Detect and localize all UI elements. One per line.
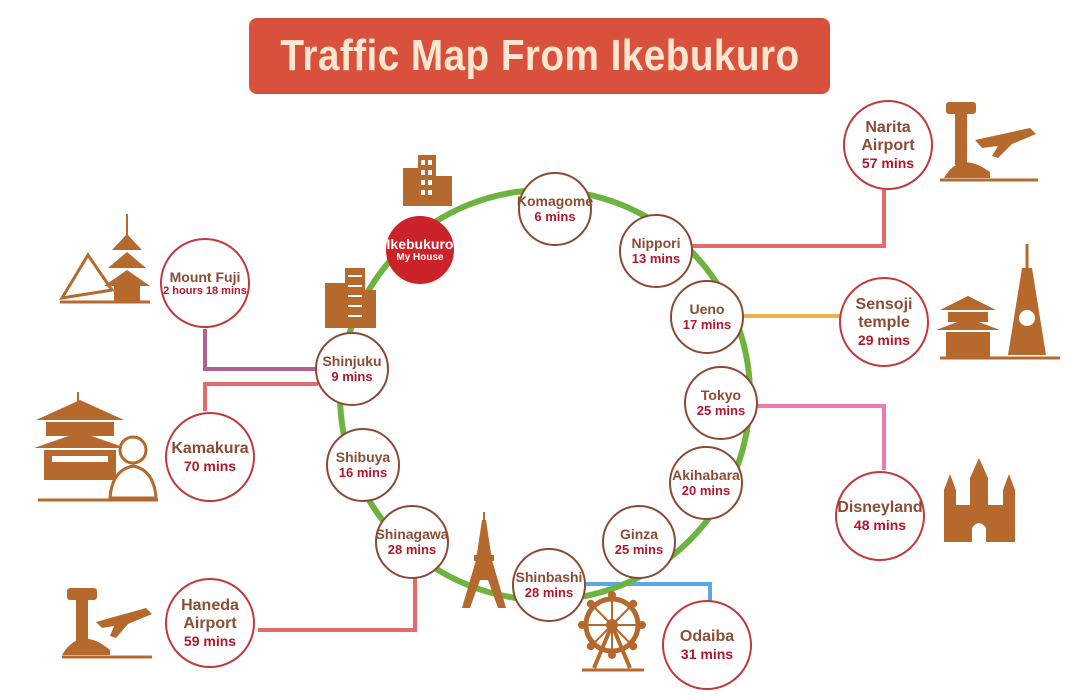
- travel-time: 16 mins: [338, 464, 388, 480]
- node-name: Sensoji: [855, 295, 913, 313]
- node-name: Kamakura: [171, 439, 249, 457]
- node-name: Airport: [183, 614, 237, 632]
- node-name: Nippori: [631, 235, 681, 252]
- travel-time: 6 mins: [534, 208, 576, 224]
- node-name: Ueno: [689, 301, 725, 318]
- node-name: temple: [858, 313, 910, 331]
- disneyland-connector: [756, 404, 886, 470]
- travel-time: 28 mins: [387, 541, 437, 557]
- icons-layer: [34, 102, 1060, 672]
- node-name: Ginza: [619, 526, 659, 543]
- buildings-icon: [403, 155, 452, 206]
- mountfuji-connector: [203, 329, 318, 371]
- travel-time: 48 mins: [853, 517, 907, 534]
- office-tower-icon: [325, 268, 376, 328]
- haneda-connector: [258, 577, 417, 632]
- node-name: Shinbashi: [515, 569, 583, 586]
- travel-time: My House: [396, 252, 444, 264]
- ferris-wheel-icon: [578, 591, 646, 672]
- travel-time: 57 mins: [861, 155, 915, 172]
- travel-time: 59 mins: [183, 633, 237, 650]
- haneda-airport-icon: [62, 588, 152, 659]
- node-name: Haneda: [181, 596, 239, 614]
- travel-time: 28 mins: [524, 584, 574, 600]
- travel-time: 25 mins: [614, 541, 664, 557]
- travel-time: 17 mins: [682, 316, 732, 332]
- travel-time: 29 mins: [857, 332, 911, 349]
- node-name: Shinagawa: [375, 526, 449, 543]
- temple-tower-icon: [936, 244, 1060, 360]
- pagoda-mountain-icon: [59, 214, 150, 304]
- tokyo-tower-icon: [462, 512, 506, 608]
- travel-time: 31 mins: [680, 646, 734, 663]
- node-name: Mount Fuji: [169, 268, 241, 285]
- node-name: Akihabara: [672, 467, 740, 484]
- narita-connector: [688, 190, 886, 248]
- travel-time: 13 mins: [631, 250, 681, 266]
- travel-time: 70 mins: [183, 458, 237, 475]
- travel-time: 25 mins: [696, 402, 746, 418]
- node-name: Odaiba: [679, 627, 735, 645]
- node-name: Komagome: [516, 193, 594, 210]
- node-name: Disneyland: [837, 498, 923, 516]
- node-name: Narita: [865, 118, 911, 136]
- node-name: Shibuya: [335, 449, 391, 466]
- travel-time: 2 hours 18 mins: [163, 284, 247, 297]
- map-title: Traffic Map From Ikebukuro: [279, 31, 800, 80]
- node-name: Ikebukuro: [386, 236, 454, 253]
- travel-time: 9 mins: [331, 368, 373, 384]
- narita-airport-icon: [940, 102, 1038, 182]
- title-banner: Traffic Map From Ikebukuro: [249, 18, 830, 94]
- node-name: Shinjuku: [322, 353, 382, 370]
- buddha-temple-icon: [34, 392, 158, 502]
- kamakura-connector: [203, 382, 318, 411]
- node-name: Tokyo: [700, 387, 742, 404]
- node-name: Airport: [861, 136, 915, 154]
- castle-icon: [944, 458, 1015, 542]
- travel-time: 20 mins: [681, 482, 731, 498]
